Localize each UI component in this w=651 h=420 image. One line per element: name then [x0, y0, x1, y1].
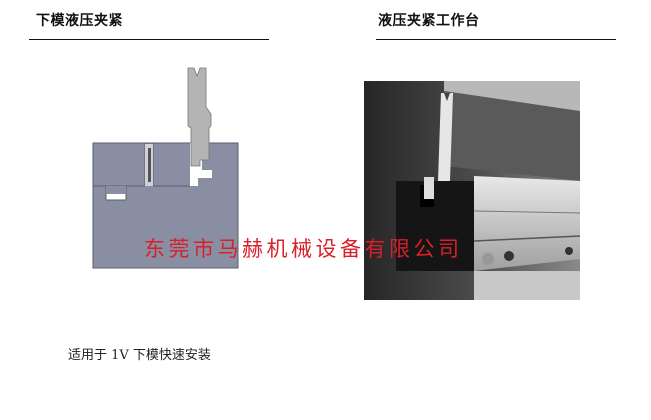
diagram-caption: 适用于 1V 下模快速安装 — [68, 348, 211, 363]
company-watermark: 东莞市马赫机械设备有限公司 — [144, 237, 463, 261]
section-title-lower-die-clamping: 下模液压夹紧 — [36, 13, 123, 29]
section-title-clamping-worktable: 液压夹紧工作台 — [378, 13, 480, 29]
clamping-worktable-photo — [364, 81, 580, 300]
divider-left — [29, 39, 269, 40]
lower-die-clamp-diagram — [92, 67, 239, 269]
divider-right — [376, 39, 616, 40]
